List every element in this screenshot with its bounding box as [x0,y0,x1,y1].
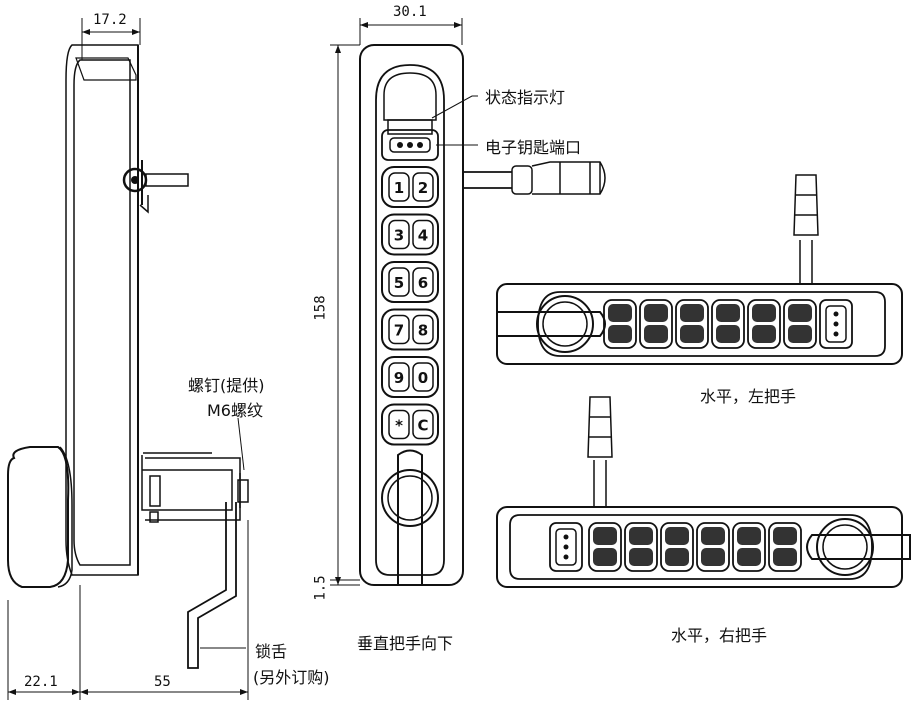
key-button [701,548,725,566]
callout-lock-tongue: 锁舌 [255,642,288,661]
key-pair [381,308,439,351]
dim-side-width: 17.2 [93,12,127,28]
callout-ekey-port: 电子钥匙端口 [485,138,582,157]
side-view [7,18,249,700]
key-pair [381,261,439,303]
key-label: 1 [394,179,404,197]
key-button [716,325,740,343]
key-pair [660,522,694,572]
key-button [629,527,653,545]
key-button [644,304,668,322]
callout-lock-tongue-note: (另外订购) [253,668,330,687]
key-label: * [395,417,403,435]
key-pair [603,299,637,349]
key-pair [768,522,802,572]
horizontal-right-keypad [588,522,802,572]
caption-horizontal-right: 水平，右把手 [671,626,768,645]
key-pair [732,522,766,572]
dim-base-left: 22.1 [24,674,58,690]
key-button [388,409,410,440]
key-button [701,527,725,545]
key-label: C [417,417,428,435]
key-button [665,548,689,566]
key-label: 8 [418,322,428,340]
key-label: 2 [418,179,428,197]
caption-vertical: 垂直把手向下 [357,634,454,653]
key-pair [696,522,730,572]
key-button [737,548,761,566]
key-button [773,548,797,566]
key-button [608,325,632,343]
key-button [388,172,410,202]
key-pair [588,522,622,572]
key-button [788,325,812,343]
key-label: 0 [418,369,428,387]
key-button [388,219,410,250]
key-label: 3 [394,227,404,245]
key-pair [624,522,658,572]
key-button [593,548,617,566]
key-button [680,325,704,343]
key-button [773,527,797,545]
key-pair [381,213,439,256]
callout-screw: 螺钉(提供) [188,376,265,395]
key-button [737,527,761,545]
key-pair [747,299,781,349]
horizontal-left-keypad [603,299,817,349]
key-button [608,304,632,322]
key-pair [675,299,709,349]
key-button [412,219,434,250]
key-pair [381,166,439,208]
key-pair [381,356,439,398]
callout-status-light: 状态指示灯 [485,88,566,107]
key-button [716,304,740,322]
key-button [412,314,434,345]
key-label: 9 [394,369,404,387]
dim-height: 158 [312,295,329,321]
key-pair [783,299,817,349]
key-button [752,325,776,343]
key-label: 6 [418,274,428,292]
dim-front-width: 30.1 [393,4,427,20]
dim-gap: 1.5 [312,575,329,601]
key-button [412,409,434,440]
key-button [665,527,689,545]
key-button [752,304,776,322]
key-button [644,325,668,343]
key-label: 7 [394,322,404,340]
horizontal-left-view [496,174,903,365]
key-button [412,267,434,297]
key-button [412,362,434,392]
key-button [788,304,812,322]
caption-horizontal-left: 水平，左把手 [700,387,797,406]
key-button [388,314,410,345]
key-label: 5 [394,274,404,292]
horizontal-right-view [496,396,911,588]
key-button [388,362,410,392]
key-button [388,267,410,297]
key-button [629,548,653,566]
key-button [680,304,704,322]
key-pair [711,299,745,349]
callout-thread: M6螺纹 [207,401,263,420]
dim-base-right: 55 [154,674,171,690]
key-label: 4 [418,227,428,245]
key-button [412,172,434,202]
key-pair [381,403,439,446]
key-pair [639,299,673,349]
key-button [593,527,617,545]
